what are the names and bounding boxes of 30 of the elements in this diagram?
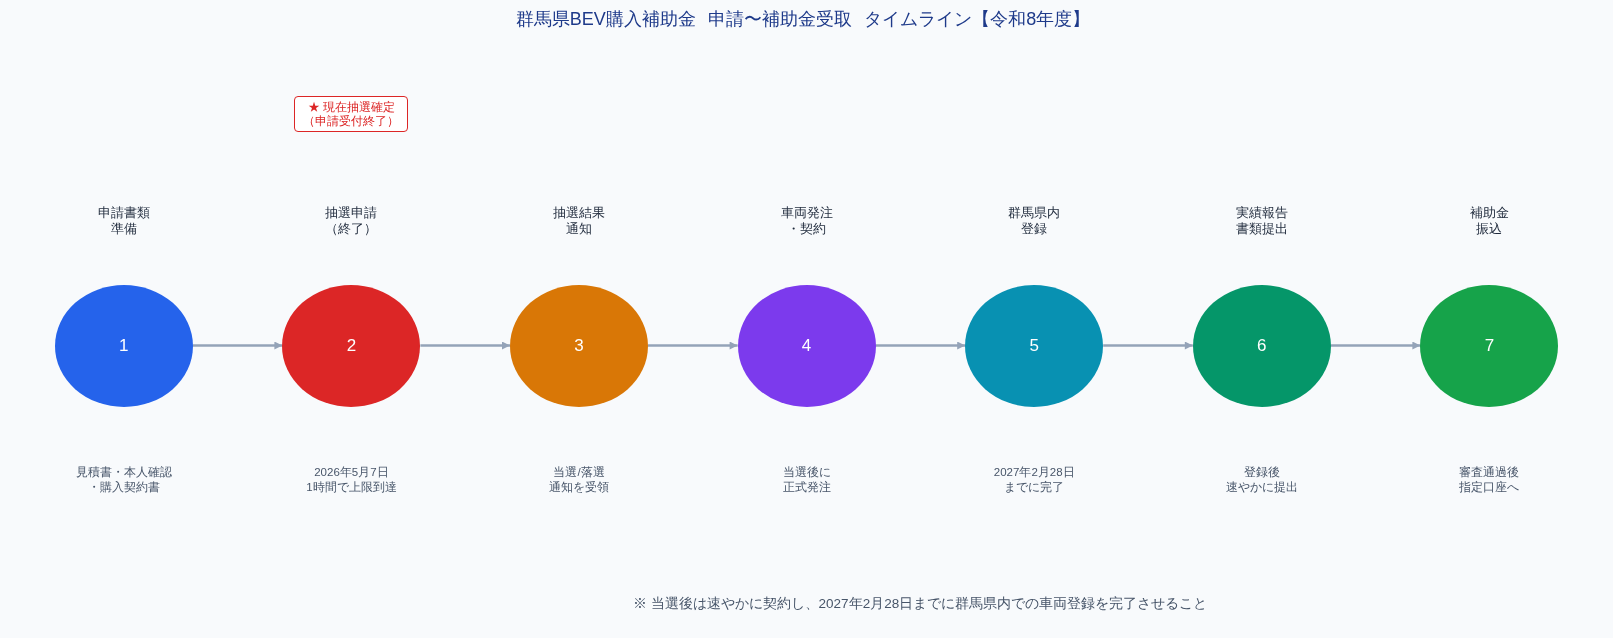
arrow (192, 341, 283, 350)
arrow (1330, 341, 1421, 350)
arrow (1103, 341, 1193, 350)
step-description: 2026年5月7日1時間で上限到達 (306, 465, 397, 495)
step-number: 3 (574, 335, 584, 356)
step-title: 車両発注・契約 (780, 205, 833, 236)
step-description: 当選/落選通知を受領 (549, 465, 609, 495)
arrow (648, 341, 738, 350)
step-title: 実績報告書類提出 (1235, 205, 1288, 236)
step-number: 6 (1257, 335, 1267, 356)
arrow (875, 341, 966, 350)
step-number: 4 (801, 335, 812, 356)
arrow (420, 341, 510, 350)
step-number: 7 (1484, 335, 1495, 356)
diagram-title: 群馬県BEV購入補助金 申請〜補助金受取 タイムライン【令和8年度】 (515, 8, 1091, 30)
step-number: 5 (1029, 335, 1039, 356)
step-title: 抽選申請（終了） (325, 205, 378, 236)
step-title: 申請書類準備 (97, 205, 150, 236)
step-number: 2 (346, 335, 357, 356)
step-description: 当選後に正式発注 (782, 465, 831, 495)
step-description: 見積書・本人確認・購入契約書 (75, 465, 172, 495)
step-title: 群馬県内登録 (1008, 205, 1061, 236)
step-description: 2027年2月28日までに完了 (993, 465, 1075, 495)
step-description: 審査通過後指定口座へ (1459, 465, 1520, 495)
status-callout: ★ 現在抽選確定（申請受付終了） (294, 96, 409, 132)
step-title: 抽選結果通知 (553, 205, 605, 236)
footnote: ※ 当選後は速やかに契約し、2027年2月28日までに群馬県内での車両登録を完了させること (632, 596, 1208, 612)
step-title: 補助金振込 (1469, 205, 1509, 236)
step-description: 登録後速やかに提出 (1225, 465, 1298, 495)
step-number: 1 (119, 335, 129, 356)
